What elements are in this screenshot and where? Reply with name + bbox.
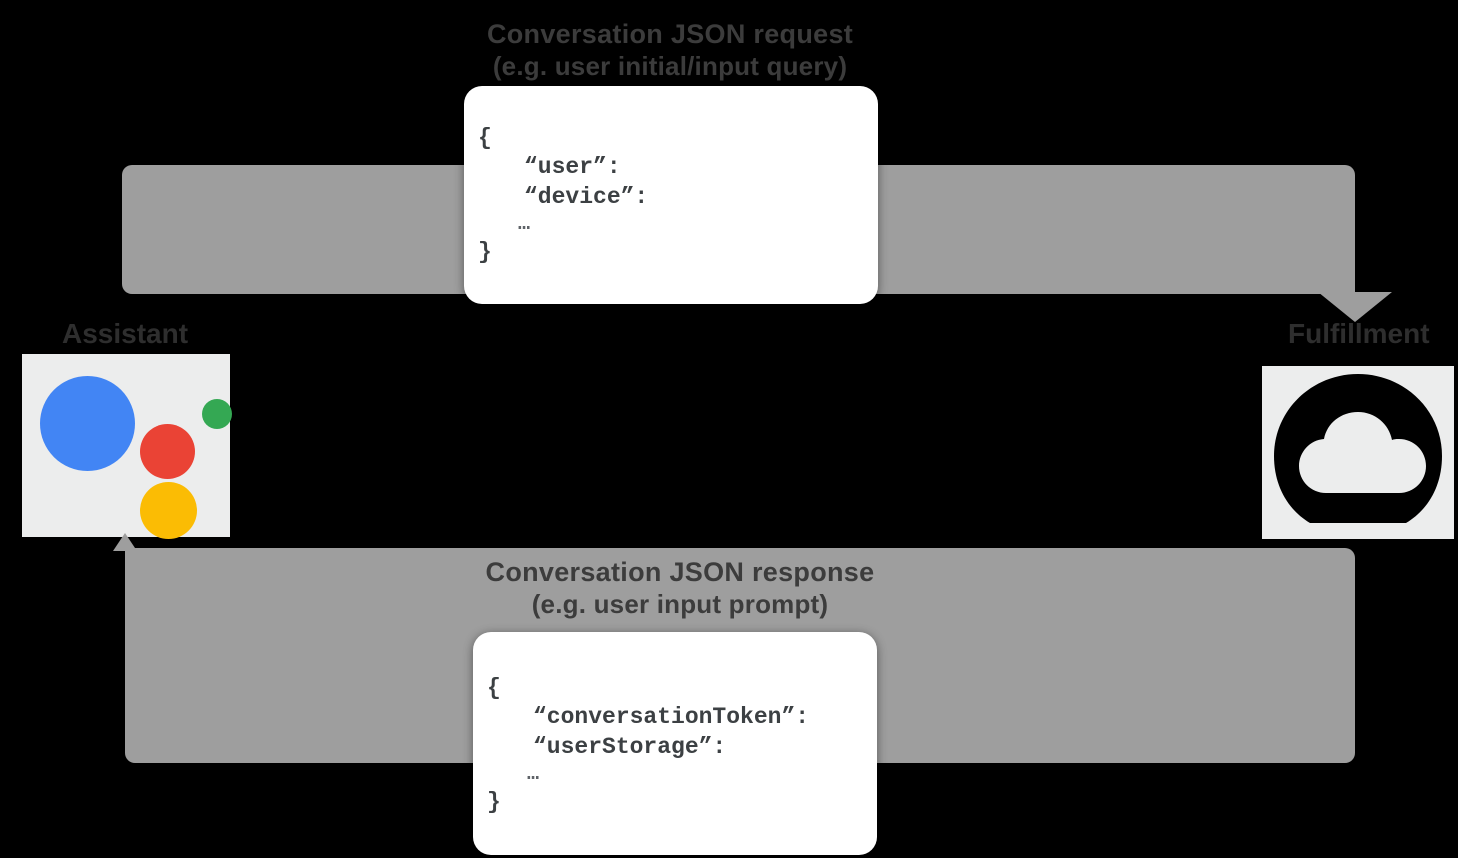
- response-json-ellipsis: …: [527, 763, 540, 787]
- request-json-close-brace: }: [478, 238, 492, 265]
- request-json-ellipsis: …: [518, 213, 531, 237]
- cloud-glyph-icon: [1274, 374, 1442, 523]
- response-json-key-conversation-token: “conversationToken”:: [533, 704, 810, 731]
- request-json-key-device: “device”:: [524, 183, 649, 210]
- response-json-open-brace: {: [487, 675, 501, 701]
- response-json-key-user-storage: “userStorage”:: [533, 733, 727, 760]
- response-caption-line2: (e.g. user input prompt): [531, 588, 829, 619]
- request-json-card: { “user”: “device”: … }: [464, 86, 878, 304]
- request-json-key-user: “user”:: [524, 154, 621, 181]
- response-caption-line1: Conversation JSON response: [485, 557, 875, 587]
- request-flow-caption: Conversation JSON request (e.g. user ini…: [0, 18, 1340, 83]
- request-caption-line2: (e.g. user initial/input query): [492, 50, 848, 81]
- response-flow-caption: Conversation JSON response (e.g. user in…: [0, 556, 1360, 621]
- request-caption-line1: Conversation JSON request: [486, 19, 854, 49]
- request-json-open-brace: {: [478, 125, 492, 151]
- assistant-label: Assistant: [62, 318, 189, 349]
- cloud-icon: [1262, 366, 1454, 539]
- response-arrow-head-icon: [113, 533, 137, 551]
- assistant-dot-green-icon: [202, 399, 232, 429]
- assistant-dot-blue-icon: [40, 376, 135, 471]
- assistant-dot-yellow-icon: [140, 482, 197, 539]
- fulfillment-label: Fulfillment: [1288, 318, 1430, 349]
- response-json-card: { “conversationToken”: “userStorage”: … …: [473, 632, 877, 855]
- response-json-close-brace: }: [487, 788, 501, 815]
- google-assistant-icon: [22, 354, 232, 539]
- request-arrow-head-icon: [1318, 292, 1392, 322]
- assistant-dot-red-icon: [140, 424, 195, 479]
